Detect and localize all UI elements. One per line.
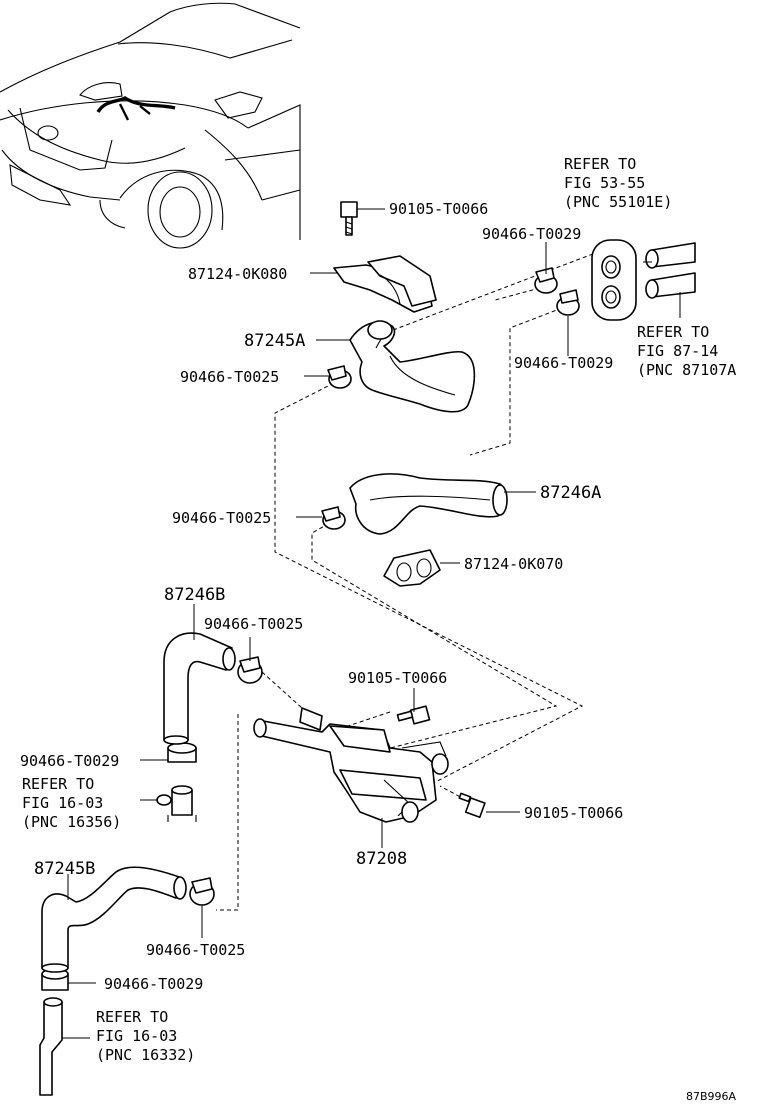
bolt-90105-top[interactable] xyxy=(340,201,358,236)
label-refer-16356-line1: REFER TO xyxy=(22,775,94,793)
hose-87246B[interactable] xyxy=(163,632,236,745)
label-87246A: 87246A xyxy=(540,483,601,503)
clamp-87124-0K080[interactable] xyxy=(333,255,437,313)
bolt-90105-mid[interactable] xyxy=(396,705,431,725)
label-refer-55101E-line3: (PNC 55101E) xyxy=(564,193,672,211)
label-refer-16332-line3: (PNC 16332) xyxy=(96,1046,195,1064)
label-90466-T0029-a: 90466-T0029 xyxy=(482,225,581,243)
figure-code: 87B996A xyxy=(686,1090,737,1103)
label-90466-T0025-d: 90466-T0025 xyxy=(146,941,245,959)
hose-clamp-90466-T0025-d[interactable] xyxy=(189,877,215,906)
label-refer-16356-line2: FIG 16-03 xyxy=(22,794,103,812)
grommet-55101E[interactable] xyxy=(591,239,637,321)
leader-lines xyxy=(62,208,681,1039)
pipe-16332[interactable] xyxy=(39,997,63,1096)
label-refer-87107A-line1: REFER TO xyxy=(637,323,709,341)
hose-clamp-90466-T0029-a[interactable] xyxy=(534,267,558,294)
bolt-90105-bot[interactable] xyxy=(458,792,486,819)
label-90466-T0025-c: 90466-T0025 xyxy=(204,615,303,633)
label-90105-T0066-mid: 90105-T0066 xyxy=(348,669,447,687)
label-90466-T0029-d: 90466-T0029 xyxy=(104,975,203,993)
hose-clamp-90466-T0029-b[interactable] xyxy=(556,289,580,316)
label-90466-T0029-c: 90466-T0029 xyxy=(20,752,119,770)
hose-clamp-90466-T0029-c[interactable] xyxy=(167,742,197,763)
label-refer-87107A-line3: (PNC 87107A xyxy=(637,361,736,379)
label-90105-T0066-bot: 90105-T0066 xyxy=(524,804,623,822)
label-87208: 87208 xyxy=(356,849,407,869)
part-labels: 90105-T0066 87124-0K080 REFER TO FIG 53-… xyxy=(20,155,737,1103)
heater-pipes-87107A[interactable] xyxy=(645,242,696,299)
label-87246B: 87246B xyxy=(164,585,225,605)
label-87245B: 87245B xyxy=(34,859,95,879)
label-refer-16356-line3: (PNC 16356) xyxy=(22,813,121,831)
label-90466-T0025-a: 90466-T0025 xyxy=(180,368,279,386)
label-refer-55101E-line1: REFER TO xyxy=(564,155,636,173)
clamp-87124-0K070[interactable] xyxy=(383,549,441,587)
label-87245A: 87245A xyxy=(244,331,305,351)
label-refer-87107A-line2: FIG 87-14 xyxy=(637,342,718,360)
label-87124-0K080: 87124-0K080 xyxy=(188,265,287,283)
label-90466-T0029-b: 90466-T0029 xyxy=(514,354,613,372)
label-refer-16332-line2: FIG 16-03 xyxy=(96,1027,177,1045)
label-90105-T0066-top: 90105-T0066 xyxy=(389,200,488,218)
hose-clamp-90466-T0025-a[interactable] xyxy=(327,365,352,389)
label-refer-55101E-line2: FIG 53-55 xyxy=(564,174,645,192)
label-refer-16332-line1: REFER TO xyxy=(96,1008,168,1026)
hose-87246A[interactable] xyxy=(349,473,508,535)
pipe-16356[interactable] xyxy=(156,785,197,822)
hose-clamp-90466-T0025-b[interactable] xyxy=(321,506,346,530)
hose-87245B[interactable] xyxy=(41,866,187,973)
vehicle-illustration xyxy=(0,2,301,249)
label-87124-0K070: 87124-0K070 xyxy=(464,555,563,573)
label-90466-T0025-b: 90466-T0025 xyxy=(172,509,271,527)
hose-87245A[interactable] xyxy=(349,320,476,413)
routing-lines xyxy=(216,251,599,911)
water-valve-87208[interactable] xyxy=(253,707,449,823)
